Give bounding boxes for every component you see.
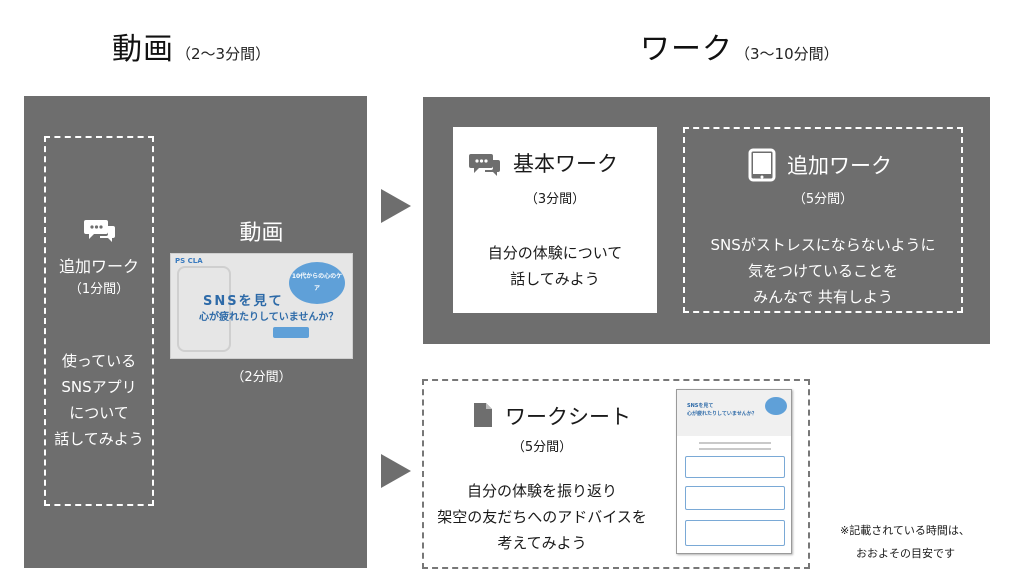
worksheet-preview-title-line1: SNSを見て: [687, 403, 714, 409]
basic-work-title: 基本ワーク: [513, 152, 618, 176]
video-heading-duration: （2～3分間）: [176, 45, 271, 63]
description-line: 自分の体験について: [487, 244, 623, 262]
extra-work-box-left: [44, 136, 154, 506]
description-line: 使っている: [61, 352, 137, 370]
extra-work-right-title: 追加ワーク: [787, 154, 892, 178]
extra-work-right-duration: （5分間）: [792, 192, 854, 207]
description-line: 話してみよう: [54, 430, 144, 448]
worksheet-title: ワークシート: [505, 405, 631, 429]
worksheet-duration: （5分間）: [511, 440, 573, 455]
description-line: みんなで 共有しよう: [753, 288, 893, 306]
play-arrow-icon: [381, 189, 411, 223]
worksheet-preview-answer-box: [685, 486, 785, 510]
worksheet-preview[interactable]: SNSを見て 心が疲れたりしていませんか？: [676, 389, 792, 554]
description-line: 考えてみよう: [497, 534, 587, 552]
worksheet-preview-title-line2: 心が疲れたりしていませんか？: [687, 411, 757, 417]
basic-work-description: 自分の体験について 話してみよう: [453, 240, 657, 292]
extra-work-left-description: 使っている SNSアプリ について 話してみよう: [44, 348, 154, 452]
work-heading: ワーク （3～10分間）: [640, 24, 839, 68]
chat-bubbles-icon: [469, 154, 500, 176]
extra-work-left-title: 追加ワーク: [58, 257, 139, 276]
worksheet-description: 自分の体験を振り返り 架空の友だちへのアドバイスを 考えてみよう: [428, 478, 656, 556]
basic-work-duration: （3分間）: [524, 192, 586, 207]
worksheet-preview-badge: [765, 397, 787, 415]
description-line: 自分の体験を振り返り: [466, 482, 617, 500]
time-note-line: ※記載されている時間は、: [840, 524, 970, 537]
thumbnail-title-line2: 心が疲れたりしていませんか？: [199, 312, 339, 323]
worksheet-preview-line: [699, 442, 771, 444]
document-icon: [474, 403, 492, 427]
description-line: 話してみよう: [510, 270, 600, 288]
work-heading-title: ワーク: [640, 32, 733, 67]
tablet-icon: [748, 148, 776, 182]
description-line: について: [69, 404, 129, 422]
phone-outline: [177, 266, 231, 352]
video-thumbnail[interactable]: PS CLA 10代からの心のケア SNSを見て 心が疲れたりしていませんか？: [170, 253, 353, 359]
description-line: SNSアプリ: [61, 378, 137, 396]
work-heading-duration: （3～10分間）: [735, 45, 839, 63]
thumbnail-badge: 10代からの心のケア: [289, 262, 345, 304]
description-line: 気をつけていることを: [747, 262, 898, 280]
video-duration: （2分間）: [231, 370, 292, 385]
play-arrow-icon: [381, 454, 411, 488]
time-note-line: おおよその目安です: [856, 547, 955, 560]
extra-work-right-description: SNSがストレスにならないように 気をつけていることを みんなで 共有しよう: [683, 232, 963, 310]
video-heading-title: 動画: [112, 32, 174, 67]
thumbnail-title-line1: SNSを見て: [203, 294, 284, 309]
video-title: 動画: [239, 221, 284, 246]
thumbnail-tag: [273, 327, 309, 338]
worksheet-preview-answer-box: [685, 456, 785, 478]
chat-bubbles-icon: [84, 220, 115, 242]
video-heading: 動画 （2～3分間）: [112, 24, 270, 68]
extra-work-left-duration: （1分間）: [68, 282, 130, 297]
time-note: ※記載されている時間は、 おおよその目安です: [840, 519, 970, 565]
description-line: SNSがストレスにならないように: [710, 236, 936, 254]
worksheet-preview-line: [699, 448, 771, 450]
description-line: 架空の友だちへのアドバイスを: [437, 508, 647, 526]
worksheet-preview-answer-box: [685, 520, 785, 546]
extra-work-box-right: [683, 127, 963, 313]
thumbnail-logo: PS CLA: [175, 257, 203, 265]
